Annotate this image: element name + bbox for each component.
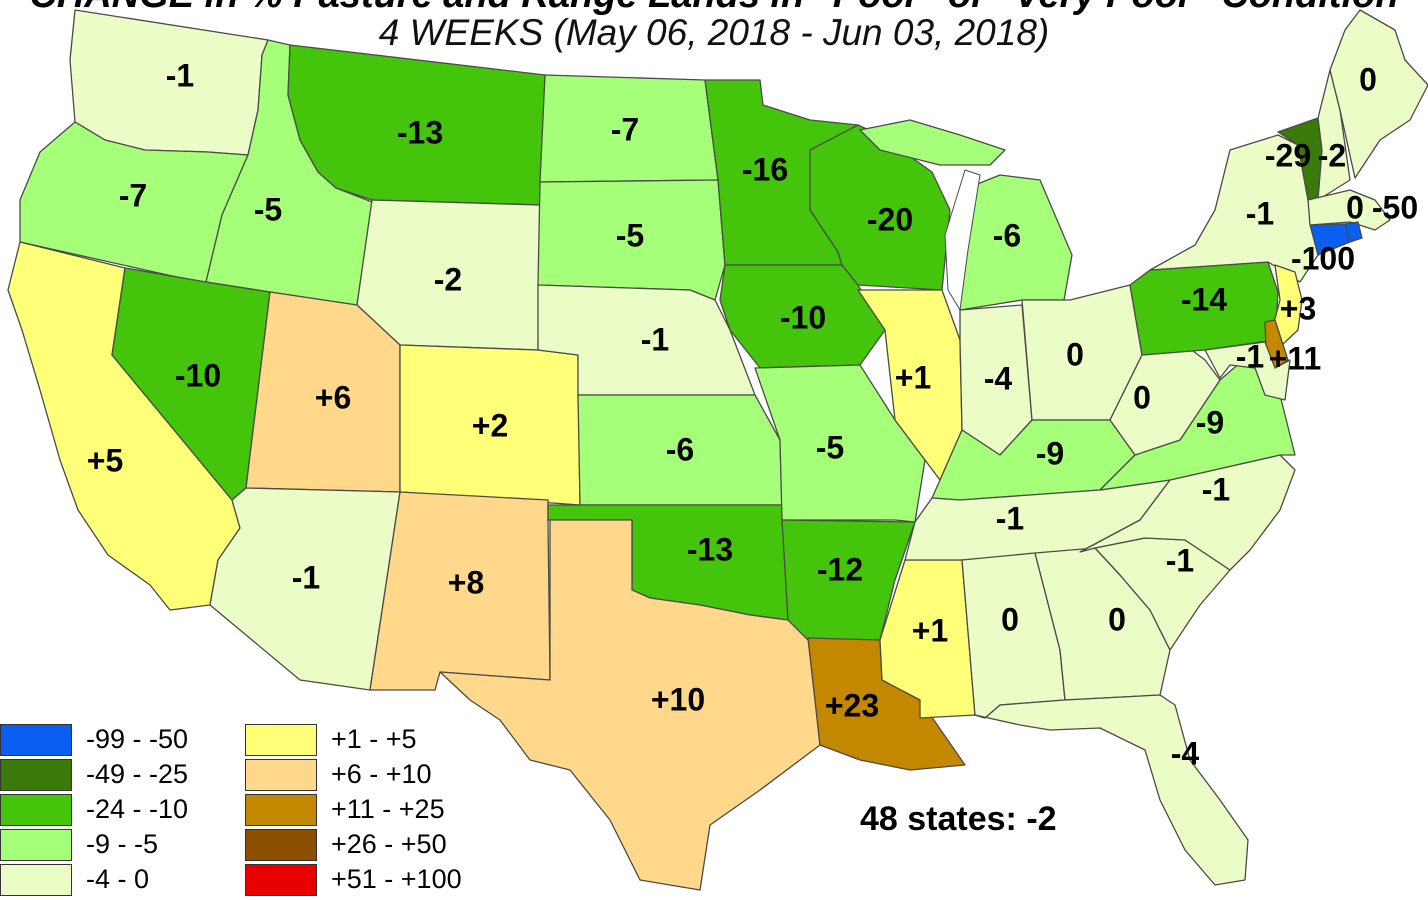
state-value-label-oh: 0 (1066, 336, 1084, 372)
state-value-label-id: -5 (254, 191, 282, 227)
legend-label: +26 - +50 (331, 829, 447, 859)
legend-label: -24 - -10 (86, 794, 189, 824)
map-subtitle: 4 WEEKS (May 06, 2018 - Jun 03, 2018) (378, 12, 1050, 53)
state-value-label-sd: -5 (616, 217, 644, 253)
state-value-label-sc: -1 (1166, 542, 1194, 578)
legend-swatch (245, 864, 317, 896)
state-value-label-nv: -10 (175, 357, 221, 393)
state-value-label-wi: -20 (867, 201, 913, 237)
state-value-label-tn: -1 (996, 500, 1024, 536)
state-me[interactable] (1329, 9, 1428, 179)
summary-48-states: 48 states: -2 (860, 800, 1057, 838)
state-value-label-ok: -13 (687, 531, 733, 567)
legend-label: +51 - +100 (331, 864, 462, 894)
state-value-label-la: +23 (825, 687, 879, 723)
state-ct[interactable] (1309, 223, 1351, 256)
state-value-label-nj: +3 (1280, 290, 1316, 326)
state-value-label-ia: -10 (780, 299, 826, 335)
state-value-label-wv: 0 (1133, 379, 1151, 415)
state-value-label-ca: +5 (87, 442, 123, 478)
legend-swatch (245, 759, 317, 791)
legend-swatch (0, 864, 72, 896)
state-value-label-ky: -9 (1036, 435, 1064, 471)
state-value-label-ms: +1 (912, 612, 948, 648)
legend-swatch (245, 724, 317, 756)
state-value-label-ar: -12 (817, 551, 863, 587)
legend-swatch (245, 794, 317, 826)
state-value-label-mt: -13 (397, 114, 443, 150)
state-value-label-fl: -4 (1171, 735, 1200, 771)
legend-label: -9 - -5 (86, 829, 159, 859)
state-value-label-me: 0 (1359, 61, 1377, 97)
state-value-label-nc: -1 (1202, 471, 1230, 507)
legend-label: +11 - +25 (331, 794, 445, 824)
state-nc[interactable] (1079, 454, 1296, 571)
state-value-label-il: +1 (895, 359, 931, 395)
state-value-label-vt: -29 (1265, 137, 1311, 173)
legend-label: +6 - +10 (331, 759, 432, 789)
state-value-label-ny: -1 (1246, 195, 1274, 231)
state-value-label-mo: -5 (816, 429, 844, 465)
state-value-label-mn: -16 (742, 151, 788, 187)
state-value-label-in: -4 (984, 360, 1013, 396)
state-value-label-ct: -100 (1291, 240, 1355, 276)
state-value-label-tx: +10 (651, 681, 705, 717)
legend-label: -99 - -50 (86, 724, 189, 754)
legend-label: +1 - +5 (331, 724, 417, 754)
state-value-label-ga: 0 (1108, 601, 1126, 637)
state-value-label-de: +11 (1269, 340, 1322, 376)
state-value-label-ks: -6 (666, 431, 694, 467)
legend-swatch (0, 724, 72, 756)
state-mi[interactable] (859, 119, 1073, 311)
state-value-label-ri: -50 (1372, 189, 1418, 225)
state-value-label-co: +2 (472, 407, 508, 443)
state-value-labels: -1-7+5-5-10-13-2+6-1+2+8-7-5-1-6-13+10-1… (87, 57, 1418, 771)
state-value-label-nh: -2 (1318, 137, 1346, 173)
state-value-label-or: -7 (119, 177, 147, 213)
legend-swatch (0, 794, 72, 826)
state-value-label-pa: -14 (1181, 281, 1227, 317)
state-value-label-ut: +6 (315, 379, 351, 415)
state-value-label-md: -1 (1236, 338, 1264, 374)
state-fl[interactable] (974, 694, 1249, 886)
legend-swatch (0, 759, 72, 791)
state-md[interactable] (1204, 341, 1291, 401)
map-title: CHANGE in % Pasture and Range Lands in "… (0, 0, 1428, 17)
state-value-label-mi: -6 (993, 217, 1021, 253)
state-value-label-wa: -1 (166, 57, 194, 93)
lake-michigan (944, 169, 981, 312)
state-value-label-al: 0 (1001, 601, 1019, 637)
state-value-label-nd: -7 (611, 111, 639, 147)
legend-label: -4 - 0 (86, 864, 150, 894)
state-value-label-va: -9 (1196, 404, 1224, 440)
state-regions (7, 9, 1428, 891)
state-value-label-nm: +8 (448, 564, 484, 600)
legend-label: -49 - -25 (86, 759, 189, 789)
state-value-label-wy: -2 (434, 261, 462, 297)
state-value-label-ma: 0 (1346, 189, 1364, 225)
state-nj[interactable] (1271, 264, 1303, 346)
legend-swatch (245, 829, 317, 861)
state-tx[interactable] (439, 519, 821, 891)
state-value-label-ne: -1 (641, 321, 669, 357)
legend-swatch (0, 829, 72, 861)
state-value-label-az: -1 (292, 559, 320, 595)
